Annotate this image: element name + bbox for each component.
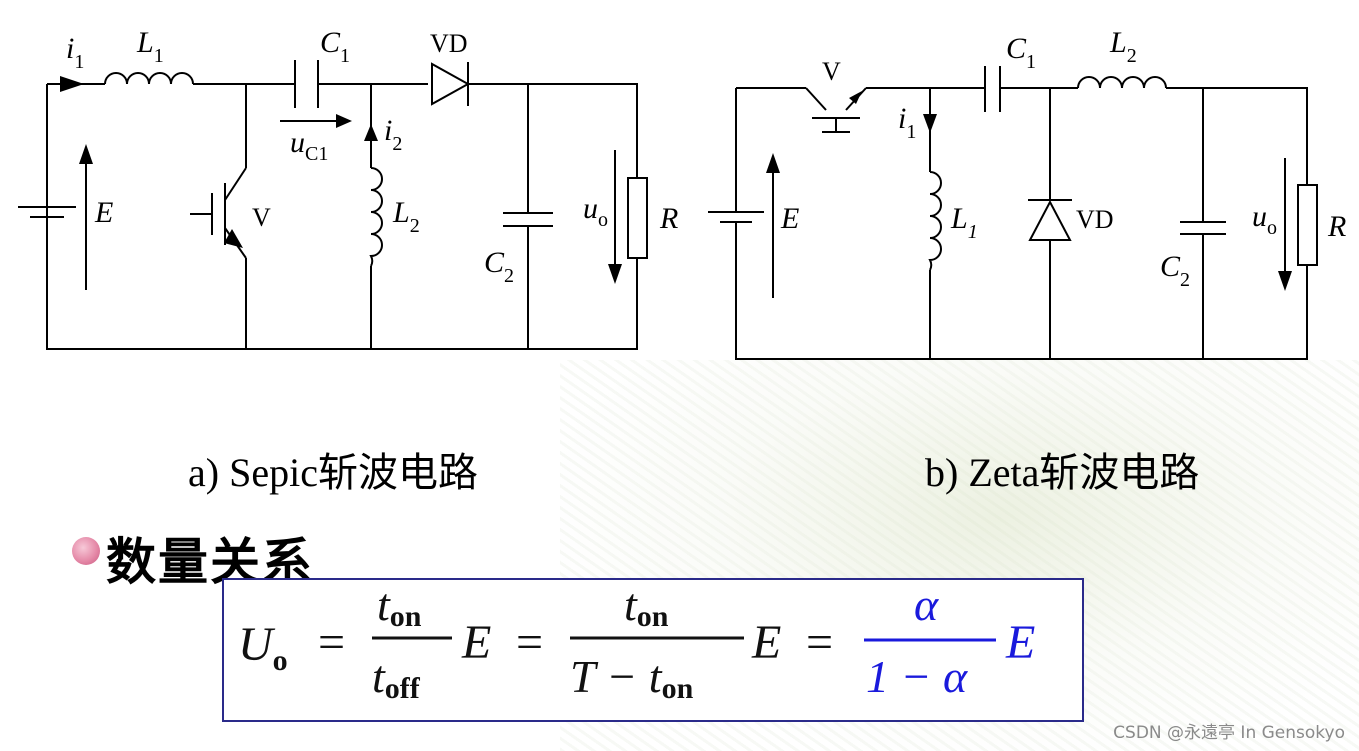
equals-1: = <box>318 616 345 669</box>
label-VD: VD <box>1076 205 1114 234</box>
frac3-numerator: α <box>914 580 939 630</box>
label-L2: L2 <box>1109 26 1137 67</box>
formula-E-1: E <box>461 616 491 669</box>
label-uo: uo <box>1252 200 1277 239</box>
frac3-denominator: 1 − α <box>866 651 968 702</box>
equals-3: = <box>806 616 833 669</box>
equals-2: = <box>516 616 543 669</box>
label-C2: C2 <box>1160 250 1190 291</box>
label-C2: C2 <box>484 246 514 287</box>
label-E: E <box>780 202 799 235</box>
formula-E-2: E <box>751 616 781 669</box>
formula-lhs: Uo <box>238 618 288 677</box>
label-L1: L1 <box>136 26 164 67</box>
label-R: R <box>659 202 678 235</box>
caption-sepic: a) Sepic斩波电路 <box>188 450 478 495</box>
bullet-icon <box>72 537 100 565</box>
sepic-circuit-diagram: i1 L1 C1 VD uC1 i2 E V L2 C2 uo R <box>18 26 678 350</box>
label-VD: VD <box>430 29 468 58</box>
label-i1: i1 <box>898 102 916 143</box>
formula-box: Uo = ton toff E = ton T − ton E = α 1 − … <box>222 578 1084 722</box>
caption-zeta: b) Zeta斩波电路 <box>925 450 1200 495</box>
frac2-numerator: ton <box>624 580 669 633</box>
frac1-denominator: toff <box>372 651 421 705</box>
label-i2: i2 <box>384 114 402 155</box>
label-L1: L1 <box>950 202 978 243</box>
zeta-circuit-diagram: V C1 L2 i1 E L1 VD uo C2 R <box>708 26 1346 360</box>
formula: Uo = ton toff E = ton T − ton E = α 1 − … <box>238 579 1035 705</box>
frac2-denominator: T − ton <box>570 651 694 705</box>
watermark: CSDN @永遠亭 In Gensokyo <box>1113 723 1345 743</box>
label-C1: C1 <box>320 26 350 67</box>
label-i1: i1 <box>66 32 84 73</box>
frac1-numerator: ton <box>377 580 422 633</box>
label-V: V <box>252 203 271 232</box>
label-V: V <box>822 57 841 86</box>
label-E: E <box>94 196 113 229</box>
label-uC1: uC1 <box>290 126 328 165</box>
label-C1: C1 <box>1006 32 1036 73</box>
formula-E-3: E <box>1005 616 1035 669</box>
label-uo: uo <box>583 192 608 231</box>
label-R: R <box>1327 210 1346 243</box>
label-L2: L2 <box>392 196 420 237</box>
